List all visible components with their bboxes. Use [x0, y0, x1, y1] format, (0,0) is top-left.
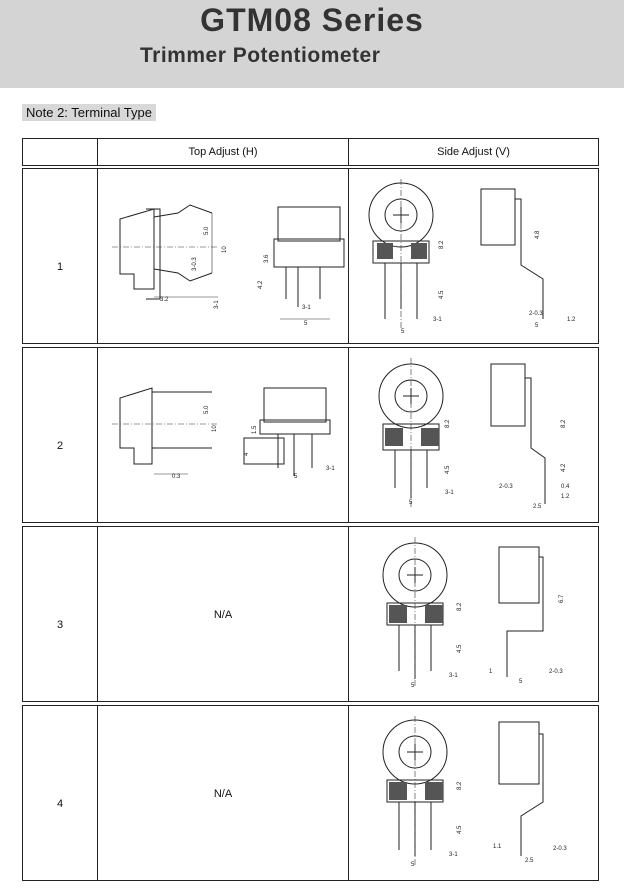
dim-label: 2-0.3	[553, 846, 567, 852]
dim-label: 2-0.3	[549, 669, 563, 675]
dim-label: 3-0.3	[192, 257, 198, 271]
side-adjust-drawing-3: 8.2 4.5 5 3-1 6.7 1 2-0.3 5	[382, 537, 565, 689]
dim-label: 5.0	[204, 226, 210, 235]
dim-label: 3-1	[326, 466, 335, 472]
row-label-cell: 3	[22, 526, 98, 702]
dim-label: 1.1	[493, 844, 502, 850]
dim-label: 1.2	[567, 317, 576, 323]
page-subtitle: Trimmer Potentiometer	[140, 44, 381, 67]
table-header-side-adjust: Side Adjust (V)	[348, 138, 599, 166]
dim-label: 2.5	[533, 504, 542, 510]
dim-label: 3-1	[214, 300, 220, 309]
dim-label: 5.0	[204, 405, 210, 414]
dim-label: 10	[222, 246, 228, 253]
dim-label: 4	[244, 452, 250, 456]
top-adjust-drawing-2: 5.0 10 0.3 1.5 4 3-1 5	[112, 387, 335, 480]
dim-label: 2.5	[525, 858, 534, 864]
row-label-cell: 1	[22, 168, 98, 344]
side-adjust-drawing-2: 8.2 4.5 5 3-1 8.2 4.2 2-0.3 0.4 1.2 2.5	[378, 358, 570, 510]
dim-label: 0.3	[172, 474, 181, 480]
row-label: 4	[56, 798, 64, 810]
dim-label: 4.5	[445, 465, 451, 474]
dim-label: 6.7	[559, 594, 565, 603]
dim-label: 8.2	[445, 419, 451, 428]
dim-label: 3-1	[449, 673, 458, 679]
column-header-side-adjust: Side Adjust (V)	[437, 146, 510, 158]
dim-label: 8.2	[439, 240, 445, 249]
dim-label: 4.5	[457, 644, 463, 653]
dim-label: 8.2	[457, 781, 463, 790]
top-adjust-cell-4: N/A	[97, 705, 349, 881]
dim-label: 4.5	[439, 290, 445, 299]
header-banner: GTM08 Series Trimmer Potentiometer	[0, 0, 624, 88]
dim-label: 3-1	[433, 317, 442, 323]
table-header-empty-cell	[22, 138, 98, 166]
side-adjust-drawing-1: 8.2 4.5 5 3-1 4.8 2-0.3 5 1.2	[368, 179, 576, 335]
dim-label: 5	[411, 862, 415, 868]
dim-label: 1.5	[252, 425, 258, 434]
dim-label: 5	[535, 323, 539, 329]
dim-label: 3-1	[449, 852, 458, 858]
dim-label: 8.2	[561, 419, 567, 428]
page-title: GTM08 Series	[200, 2, 424, 38]
table-header-top-adjust: Top Adjust (H)	[97, 138, 349, 166]
side-adjust-cell-1: 8.2 4.5 5 3-1 4.8 2-0.3 5 1.2	[348, 168, 599, 344]
dim-label: 2-0.3	[529, 311, 543, 317]
dim-label: 4.2	[561, 463, 567, 472]
top-adjust-cell-3: N/A	[97, 526, 349, 702]
dim-label: 0.4	[561, 484, 570, 490]
dim-label: 2-0.3	[499, 484, 513, 490]
side-adjust-cell-2: 8.2 4.5 5 3-1 8.2 4.2 2-0.3 0.4 1.2 2.5	[348, 347, 599, 523]
dim-label: 5	[304, 321, 308, 327]
not-available-text: N/A	[213, 609, 233, 621]
side-adjust-cell-3: 8.2 4.5 5 3-1 6.7 1 2-0.3 5	[348, 526, 599, 702]
row-label-cell: 4	[22, 705, 98, 881]
dim-label: 5	[401, 329, 405, 335]
dim-label: 1	[489, 669, 493, 675]
dim-label: 3.6	[264, 254, 270, 263]
dim-label: 4.8	[535, 230, 541, 239]
dim-label: 3-1	[445, 490, 454, 496]
dim-label: 5	[519, 679, 523, 685]
dim-label: 8.2	[457, 602, 463, 611]
note-label: Note 2: Terminal Type	[22, 104, 156, 121]
top-adjust-drawing-1: 5.0 10 3-0.3 3.2 3-1 3.6 4.2 3-1 5	[112, 204, 345, 327]
column-header-top-adjust: Top Adjust (H)	[188, 146, 258, 158]
dim-label: 5	[294, 474, 298, 480]
row-label: 2	[56, 440, 64, 452]
dim-label: 5	[409, 500, 413, 506]
row-label: 3	[56, 619, 64, 631]
dim-label: 4.5	[457, 825, 463, 834]
top-adjust-cell-1: 5.0 10 3-0.3 3.2 3-1 3.6 4.2 3-1 5	[97, 168, 349, 344]
side-adjust-cell-4: 8.2 4.5 5 3-1 1.1 2-0.3 2.5	[348, 705, 599, 881]
dim-label: 5	[411, 683, 415, 689]
dim-label: 3-1	[302, 305, 311, 311]
not-available-text: N/A	[213, 788, 233, 800]
dim-label: 1.2	[561, 494, 570, 500]
side-adjust-drawing-4: 8.2 4.5 5 3-1 1.1 2-0.3 2.5	[382, 716, 567, 868]
top-adjust-cell-2: 5.0 10 0.3 1.5 4 3-1 5	[97, 347, 349, 523]
row-label: 1	[56, 261, 64, 273]
row-label-cell: 2	[22, 347, 98, 523]
dim-label: 3.2	[160, 297, 169, 303]
dim-label: 4.2	[258, 280, 264, 289]
dim-label: 10	[212, 425, 218, 432]
